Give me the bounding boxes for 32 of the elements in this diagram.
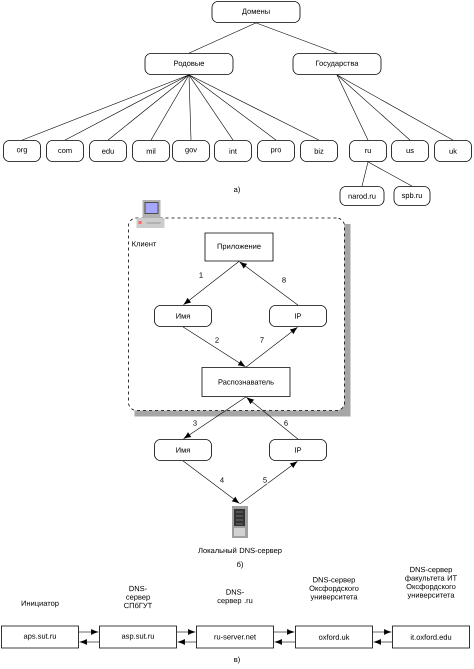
arrow	[78, 629, 98, 635]
arrow	[246, 327, 298, 368]
arrow	[240, 461, 298, 504]
arrow	[274, 639, 296, 645]
arrow	[240, 262, 298, 306]
arrow	[184, 261, 240, 305]
connector-line	[188, 74, 234, 140]
connector-line	[188, 74, 276, 140]
arrow	[374, 639, 392, 645]
connector-line	[336, 74, 454, 140]
arrow	[246, 397, 298, 440]
connector-line	[256, 22, 338, 54]
arrow	[182, 460, 240, 504]
connector-line	[108, 74, 190, 140]
arrow	[372, 629, 392, 635]
server-drawing	[232, 506, 248, 538]
connector-line	[336, 74, 368, 140]
connector-line	[362, 162, 368, 186]
connector-line	[64, 74, 190, 140]
connector-line	[188, 22, 256, 54]
arrow	[178, 639, 196, 645]
connector-line	[368, 162, 412, 186]
arrow	[274, 629, 294, 635]
arrow	[176, 629, 196, 635]
connector-line	[22, 74, 190, 140]
arrow	[182, 326, 246, 367]
arrow	[184, 396, 246, 439]
connector-line	[188, 74, 192, 140]
connector-line	[150, 74, 190, 140]
connector-line	[336, 74, 410, 140]
connector-line	[188, 74, 320, 140]
arrow	[80, 639, 100, 645]
